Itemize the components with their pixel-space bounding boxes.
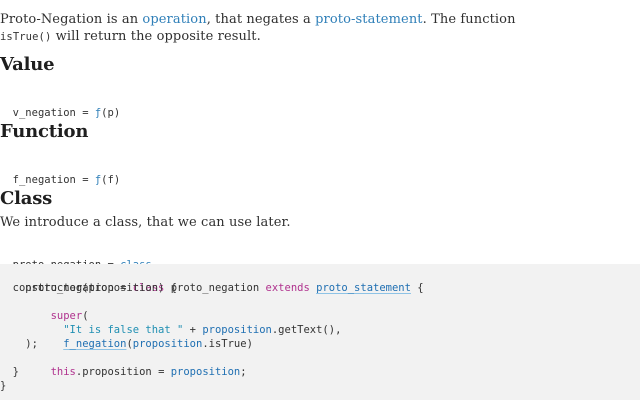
cb4-c: + (183, 324, 203, 336)
function-code-left: f_negation = (12, 174, 95, 186)
cb1-class-keyword: class (132, 282, 165, 294)
value-code-arg: (p) (101, 107, 121, 119)
proto-statement-code-link[interactable]: proto_statement (316, 282, 411, 294)
class-heading: Class (0, 188, 53, 209)
intro-line2-text: will return the opposite result. (51, 29, 261, 44)
cb4-string: "It is false that " (63, 324, 184, 336)
code-line-9: } (0, 380, 7, 392)
intro-paragraph: Proto-Negation is an operation, that neg… (0, 11, 640, 28)
cb5-e: .isTrue) (202, 338, 253, 350)
code-line-3: super( (0, 295, 89, 337)
cb3-c: ( (82, 310, 89, 322)
intro-paragraph-line2: isTrue() will return the opposite result… (0, 28, 640, 46)
code-block: proto_negation = class proto_negation ex… (0, 264, 640, 400)
code-line-5: f_negation(proposition.isTrue) (0, 323, 253, 365)
function-code: f_negation = ƒ(f) (0, 159, 640, 187)
code-line-8: } (0, 366, 19, 378)
cb7-proposition: proposition (170, 366, 241, 378)
code-line-2: constructor(proposition) { (0, 282, 178, 294)
cb3-super-keyword: super (50, 310, 83, 322)
proto-statement-link[interactable]: proto-statement (315, 12, 423, 27)
code-line-6: ); (0, 338, 38, 350)
code-line-4: "It is false that " + proposition.getTex… (0, 309, 341, 351)
code-line-7: this.proposition = proposition; (0, 351, 247, 393)
value-heading: Value (0, 54, 55, 75)
intro-middle: , that negates a (206, 12, 316, 27)
cb7-this-keyword: this (50, 366, 76, 378)
function-heading: Function (0, 121, 89, 142)
cb1-c: proto_negation (164, 282, 266, 294)
code-line-1: proto_negation = class proto_negation ex… (0, 267, 424, 309)
cb1-a: proto_negation = (25, 282, 133, 294)
istrue-code: isTrue() (0, 31, 52, 43)
cb4-proposition: proposition (202, 324, 272, 336)
value-code-left: v_negation = (12, 107, 95, 119)
value-fn-symbol: ƒ (94, 107, 102, 119)
cb5-c: ( (126, 338, 133, 350)
cb1-extends-keyword: extends (265, 282, 310, 294)
class-text: We introduce a class, that we can use la… (0, 215, 291, 230)
function-fn-symbol: ƒ (94, 174, 102, 186)
cb7-a (25, 366, 50, 378)
f-negation-code-link[interactable]: f_negation (63, 338, 127, 350)
value-code: v_negation = ƒ(p) (0, 92, 640, 120)
function-code-arg: (f) (101, 174, 121, 186)
intro-suffix: . The function (422, 12, 516, 27)
intro-prefix: Proto-Negation is an (0, 12, 143, 27)
cb5-proposition: proposition (132, 338, 203, 350)
cb7-e: ; (240, 366, 247, 378)
cb4-e: .getText(), (271, 324, 342, 336)
operation-link[interactable]: operation (142, 12, 207, 27)
cb1-g: { (410, 282, 424, 294)
cb7-c: .proposition = (75, 366, 171, 378)
